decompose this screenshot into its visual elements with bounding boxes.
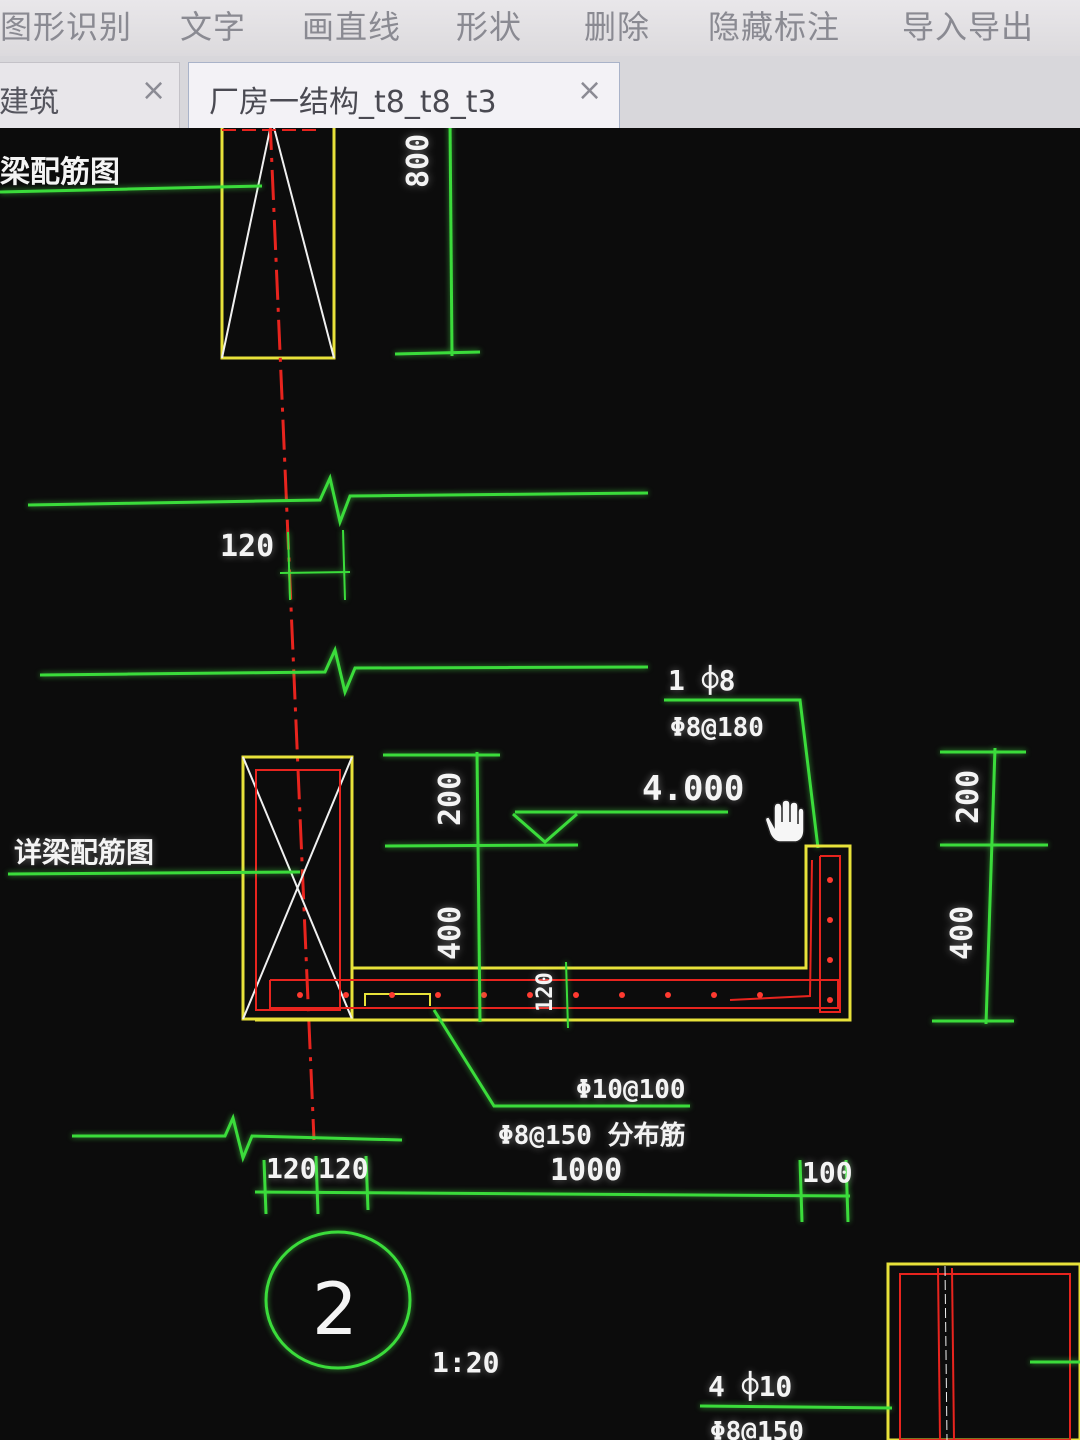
menu-hide-annotation[interactable]: 隐藏标注 (708, 8, 841, 46)
menu-draw-line[interactable]: 画直线 (302, 8, 402, 46)
column-leader (699, 1360, 1080, 1410)
center-axis (268, 119, 316, 1141)
rebar-bottom-stirrup: Φ8@150 (710, 1417, 804, 1440)
dim-slab-lines (565, 961, 569, 1029)
break-line-1 (27, 473, 649, 528)
menu-import-export[interactable]: 导入导出 (902, 8, 1035, 46)
dim-800-lines (394, 119, 481, 357)
rebar-dots (297, 877, 833, 1003)
rebar-bottom-count: 4 ⌽10 (708, 1370, 792, 1403)
dim-left-200: 200 (433, 772, 468, 826)
dim-right-lines (932, 747, 1048, 1025)
dim-bottom-lines (254, 1155, 851, 1223)
top-section-title: 梁配筋图 (0, 155, 120, 190)
column-detail (886, 1262, 1080, 1440)
dim-120-mid-lines (279, 529, 351, 601)
menu-shape[interactable]: 形状 (456, 8, 523, 46)
beam-detail-label: 详梁配筋图 (14, 836, 154, 869)
rebar-main-leader (432, 1009, 690, 1108)
rebar-top-count: 1 ⌽8 (668, 664, 735, 697)
dim-800: 800 (401, 134, 436, 188)
menu-toolbar: 图形识别 文字 画直线 形状 删除 隐藏标注 导入导出 (0, 0, 1080, 56)
close-icon[interactable]: × (141, 73, 167, 108)
top-title-leader (0, 184, 263, 194)
menu-shape-recognition[interactable]: 图形识别 (0, 8, 133, 46)
break-line-3 (72, 1113, 403, 1163)
elevation-marker (512, 810, 728, 844)
tab-factory-structure-label: 厂房一结构_t8_t8_t3 (209, 85, 497, 120)
rebar-top-leader (664, 698, 820, 849)
close-icon[interactable]: × (577, 73, 603, 108)
dim-b2: 120 (318, 1152, 369, 1185)
dim-right-200: 200 (951, 770, 986, 824)
menu-delete[interactable]: 删除 (584, 8, 651, 46)
dim-right-400: 400 (945, 906, 980, 960)
dim-b1: 120 (266, 1152, 317, 1185)
dim-b4: 100 (802, 1156, 853, 1189)
dim-left-400: 400 (433, 906, 468, 960)
section-bubble (264, 1230, 412, 1370)
tab-architecture-label: 建筑 (0, 85, 59, 120)
section-number: 2 (312, 1267, 358, 1351)
document-tab-bar: 建筑 × 厂房一结构_t8_t8_t3 × (0, 56, 1080, 128)
beam-label-leader (7, 870, 301, 876)
dim-120-mid: 120 (220, 529, 274, 564)
dim-slab-120: 120 (533, 972, 558, 1012)
elevation-value: 4.000 (642, 769, 744, 809)
break-line-2 (39, 645, 649, 697)
dim-left-lines (383, 751, 579, 1023)
tab-architecture[interactable]: 建筑 × (0, 62, 180, 128)
section-scale: 1:20 (432, 1346, 499, 1379)
tab-factory-structure[interactable]: 厂房一结构_t8_t8_t3 × (188, 62, 620, 128)
slab-and-upstand (255, 844, 852, 1022)
dim-b3: 1000 (550, 1153, 622, 1188)
rebar-top-stirrup: Φ8@180 (670, 713, 764, 743)
rebar-dist: Φ8@150 分布筋 (498, 1120, 686, 1151)
rebar-main: Φ10@100 (576, 1075, 686, 1105)
hand-cursor-icon (764, 799, 805, 843)
menu-text[interactable]: 文字 (180, 8, 247, 46)
